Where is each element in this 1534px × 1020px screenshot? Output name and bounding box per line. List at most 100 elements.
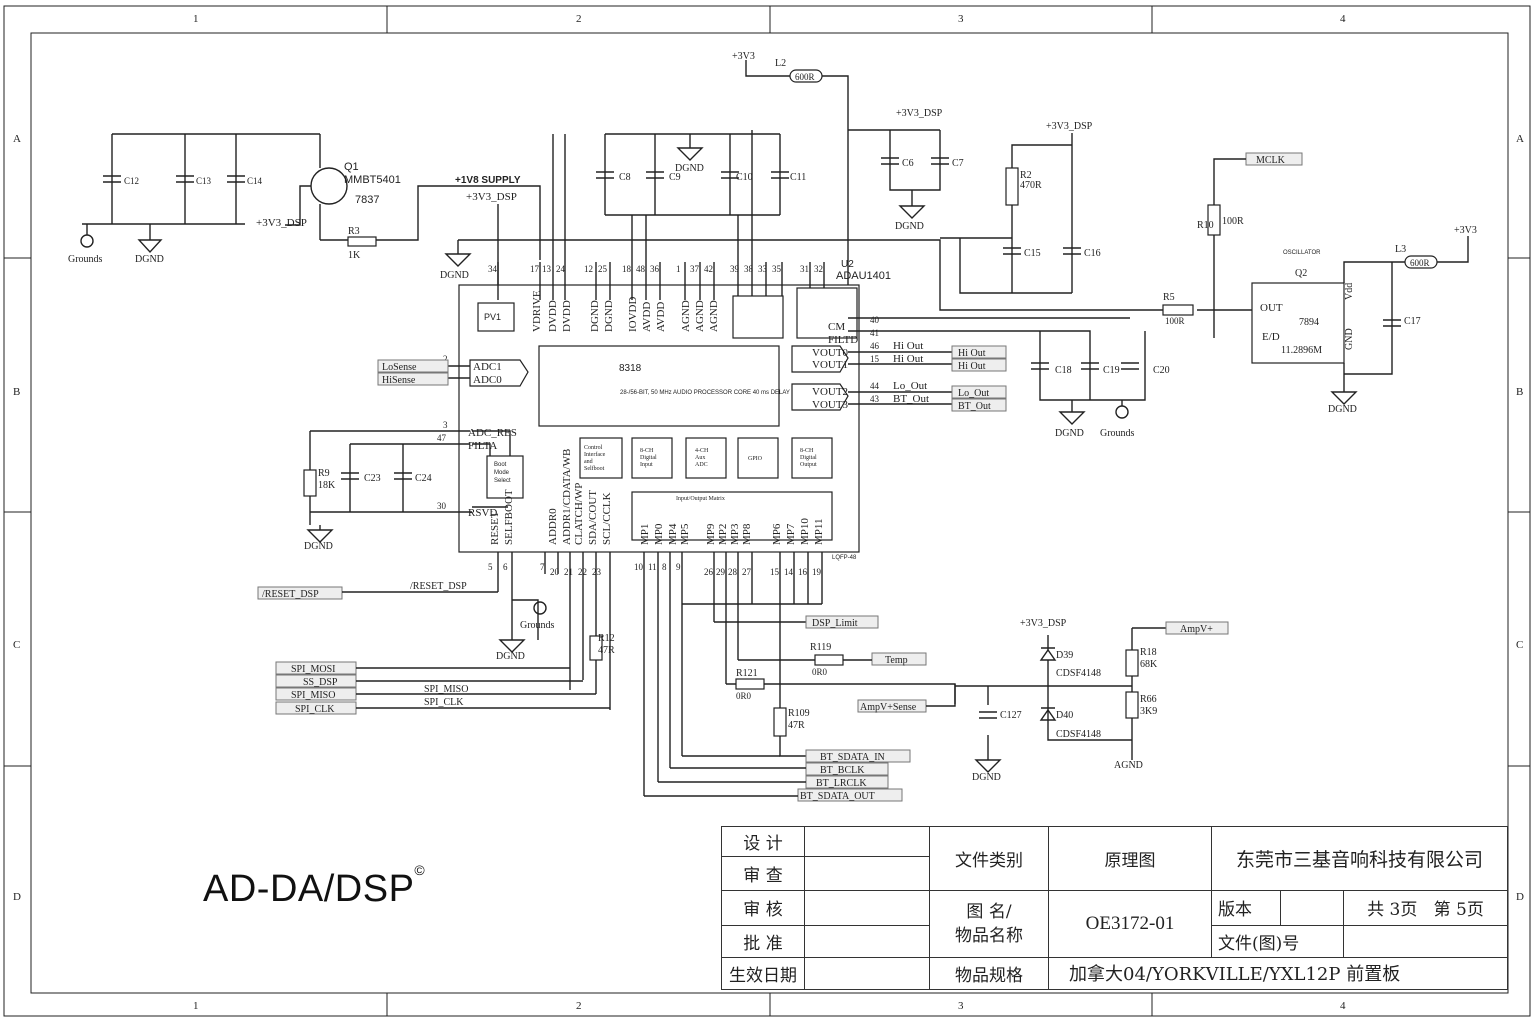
q2-ed: E/D [1262, 331, 1280, 343]
svg-text:ADC_RES: ADC_RES [468, 427, 517, 439]
net-3v3dsp-diode: +3V3_DSP [1020, 618, 1067, 629]
svg-text:31: 31 [800, 264, 809, 274]
svg-text:Input: Input [640, 462, 653, 468]
row-label-c: C [13, 639, 20, 651]
hiout-port: Hi Out [958, 348, 986, 359]
row-label-a-right: A [1516, 133, 1524, 145]
design-label: 设 计 [721, 825, 805, 858]
svg-text:28: 28 [728, 567, 738, 577]
effective-date-label: 生效日期 [721, 956, 805, 991]
svg-text:13: 13 [542, 264, 552, 274]
spec-label: 物品规格 [929, 956, 1049, 991]
q2-freq: 11.2896M [1281, 345, 1322, 356]
spi-reset-section: /RESET_DSP /RESET_DSP Grounds DGND SPI_M… [257, 581, 615, 715]
svg-text:12: 12 [584, 264, 593, 274]
col-label-1-bottom: 1 [193, 1000, 199, 1012]
svg-text:Digital: Digital [640, 455, 657, 461]
svg-text:20: 20 [550, 567, 560, 577]
col-label-1: 1 [193, 13, 199, 25]
r12-val: 47R [598, 645, 615, 656]
c16-label: C16 [1084, 248, 1101, 259]
c11-label: C11 [790, 172, 806, 183]
svg-text:ADDR0: ADDR0 [547, 508, 559, 545]
svg-text:VOUT2: VOUT2 [812, 386, 848, 398]
u2-core-num: 8318 [619, 363, 642, 374]
drawing-name-label-2: 物品名称 [955, 926, 1023, 947]
c7-label: C7 [952, 158, 964, 169]
r5-ref: R5 [1163, 292, 1175, 303]
svg-text:Digital: Digital [800, 455, 817, 461]
l2-ref: L2 [775, 58, 786, 69]
svg-text:IOVDD: IOVDD [627, 297, 639, 332]
hiout2-port: Hi Out [958, 361, 986, 372]
loout-port: Lo_Out [958, 388, 989, 399]
u2-adau1401: U2 ADAU1401 8318 28-/56-BIT, 50 MHz AUDI… [310, 130, 1170, 796]
svg-text:DVDD: DVDD [547, 300, 559, 332]
dgnd-label-1: DGND [135, 254, 164, 265]
svg-text:MP5: MP5 [679, 523, 691, 545]
col-label-4: 4 [1340, 13, 1346, 25]
drawing-title: AD-DA/DSP© [203, 862, 425, 911]
btout-port: BT_Out [958, 401, 991, 412]
l3-ref: L3 [1395, 244, 1406, 255]
dgnd-label-8: DGND [496, 651, 525, 662]
audit-value [804, 890, 930, 926]
dgnd-label-2: DGND [675, 163, 704, 174]
svg-text:21: 21 [564, 567, 573, 577]
file-type-label: 文件类别 [929, 825, 1049, 892]
r119-ref: R119 [810, 642, 831, 653]
r2-ref: R2 [1020, 170, 1032, 181]
row-label-a: A [13, 133, 21, 145]
c9-label: C9 [669, 172, 681, 183]
q2-code: 7894 [1299, 317, 1319, 328]
svg-text:DGND: DGND [589, 300, 601, 332]
c8-label: C8 [619, 172, 631, 183]
svg-text:8: 8 [662, 562, 667, 572]
row-label-b: B [13, 386, 20, 398]
svg-text:17: 17 [530, 264, 540, 274]
svg-text:47: 47 [437, 433, 447, 443]
ampv-sense-port: AmpV+Sense [860, 702, 917, 713]
svg-text:8-CH: 8-CH [640, 448, 654, 454]
svg-text:9: 9 [676, 562, 681, 572]
review-label: 审 查 [721, 856, 805, 892]
svg-text:Interface: Interface [584, 451, 606, 458]
r109-ref: R109 [788, 708, 810, 719]
svg-text:DGND: DGND [603, 300, 615, 332]
svg-text:43: 43 [870, 394, 880, 404]
net-3v3-l2: +3V3 [732, 51, 755, 62]
c20-label: C20 [1153, 365, 1170, 376]
svg-text:32: 32 [814, 264, 823, 274]
loout-net-text: Lo_Out [893, 380, 927, 392]
u2-ref: U2 [841, 259, 854, 270]
file-type-value: 原理图 [1048, 825, 1212, 892]
svg-text:VOUT0: VOUT0 [812, 347, 849, 359]
svg-text:Select: Select [494, 478, 511, 484]
page-number: 第 5页 [1433, 900, 1484, 921]
svg-text:VOUT1: VOUT1 [812, 359, 848, 371]
bt-lrclk-port: BT_LRCLK [816, 778, 867, 789]
review-value [804, 856, 930, 892]
svg-text:SCL/CCLK: SCL/CCLK [601, 492, 613, 545]
r2-val: 470R [1020, 180, 1042, 191]
col-label-2-bottom: 2 [576, 1000, 582, 1012]
svg-text:MP2: MP2 [717, 524, 729, 545]
svg-text:AVDD: AVDD [655, 302, 667, 332]
dgnd-label-7: DGND [304, 541, 333, 552]
drawing-name-label-1: 图 名/ [966, 902, 1012, 923]
r109-val: 47R [788, 720, 805, 731]
svg-text:DVDD: DVDD [561, 300, 573, 332]
svg-text:44: 44 [870, 381, 880, 391]
dgnd-label-9: DGND [972, 772, 1001, 783]
svg-text:24: 24 [556, 264, 566, 274]
svg-text:AGND: AGND [680, 300, 692, 332]
svg-text:ADC1: ADC1 [473, 361, 502, 373]
row-label-d: D [13, 891, 21, 903]
dgnd-label-3: DGND [895, 221, 924, 232]
grounds-label-3: Grounds [520, 620, 555, 631]
audit-label: 审 核 [721, 890, 805, 926]
r119-val: 0R0 [812, 667, 828, 677]
svg-text:AGND: AGND [708, 300, 720, 332]
c6-label: C6 [902, 158, 914, 169]
